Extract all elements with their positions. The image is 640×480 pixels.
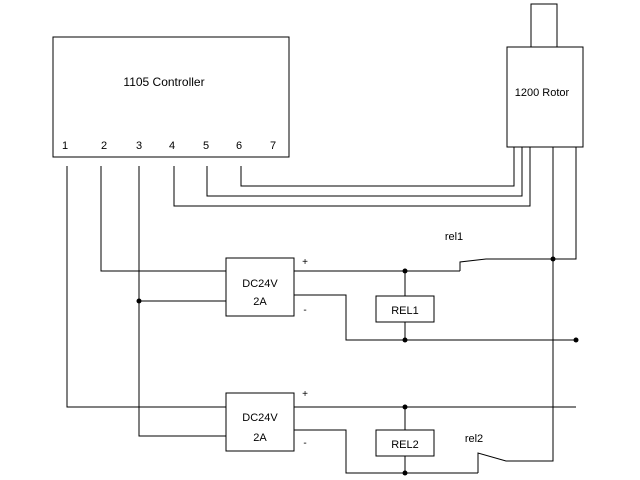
wire-pin2-top-supply <box>100 166 226 272</box>
top-minus-rail <box>294 294 576 341</box>
top-supply-minus: - <box>303 305 306 316</box>
bottom-supply-box <box>225 392 295 452</box>
rel2-switch-wire <box>477 147 554 473</box>
wire-pin5-rotor <box>206 147 523 197</box>
controller-unit: 1105 Controller 1 2 3 4 5 6 7 <box>52 36 290 158</box>
rel1-switch-label: rel1 <box>445 231 463 243</box>
supply-feed-wires <box>66 166 226 437</box>
top-supply: DC24V 2A + - <box>225 257 308 317</box>
relay-rel1 <box>375 295 435 323</box>
rotor-box <box>506 46 584 148</box>
rotor-control-wires <box>173 147 531 207</box>
bottom-relay-circuit: REL2 rel2 <box>294 147 576 476</box>
bottom-supply-plus: + <box>302 389 308 400</box>
controller-pin-1: 1 <box>62 140 68 152</box>
controller-pin-3: 3 <box>136 140 142 152</box>
junction-rel2-bottom <box>402 470 408 476</box>
rel1-label: REL1 <box>391 305 419 317</box>
rotor-unit: 1200 Rotor <box>506 3 584 148</box>
rel2-label: REL2 <box>391 439 419 451</box>
top-relay-circuit: REL1 rel1 <box>294 147 579 343</box>
junction-rel1-top <box>402 268 408 274</box>
wire-pin6-rotor <box>240 147 515 187</box>
bottom-supply-current: 2A <box>253 432 267 444</box>
junction-rel1-bottom <box>402 337 408 343</box>
wire-pin3-bottom-supply <box>138 166 226 437</box>
top-supply-plus: + <box>302 257 308 268</box>
rel1-switch-wire <box>459 147 577 271</box>
controller-pin-7: 7 <box>270 140 276 152</box>
rel2-switch-label: rel2 <box>465 433 483 445</box>
controller-title: 1105 Controller <box>123 75 204 89</box>
controller-pin-4: 4 <box>169 140 175 152</box>
junction-rel2-top <box>402 404 408 410</box>
rotor-mast <box>530 3 558 49</box>
bottom-supply-voltage: DC24V <box>242 412 278 424</box>
controller-pin-5: 5 <box>203 140 209 152</box>
bottom-supply-minus: - <box>303 438 306 449</box>
rotor-title: 1200 Rotor <box>515 87 570 99</box>
controller-box <box>52 36 290 158</box>
wire-pin4-rotor <box>173 147 531 207</box>
bottom-supply: DC24V 2A + - <box>225 389 308 452</box>
junction-pin3 <box>136 298 142 304</box>
wire-pin1-bottom-supply <box>66 166 226 408</box>
top-supply-box <box>225 257 295 317</box>
top-supply-current: 2A <box>253 296 267 308</box>
relay-rel2 <box>375 429 435 457</box>
bottom-minus-rail <box>294 429 478 474</box>
top-supply-voltage: DC24V <box>242 278 278 290</box>
junction-minus-rotor <box>573 337 579 343</box>
controller-pin-6: 6 <box>236 140 242 152</box>
controller-pin-2: 2 <box>101 140 107 152</box>
